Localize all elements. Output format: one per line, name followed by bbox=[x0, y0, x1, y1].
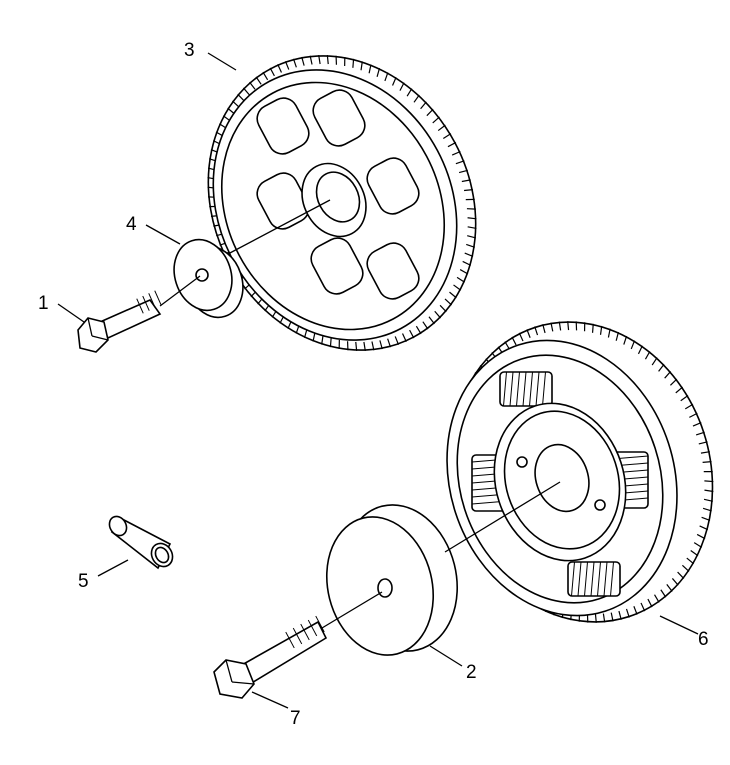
part-5-sleeve bbox=[108, 515, 174, 570]
callout-2: 2 bbox=[466, 662, 477, 683]
part-1-small-bolt bbox=[77, 290, 162, 353]
part-7-large-bolt bbox=[213, 615, 328, 699]
gear-3-windows bbox=[256, 89, 420, 300]
callout-6: 6 bbox=[698, 629, 709, 650]
callout-5: 5 bbox=[78, 571, 89, 592]
part-3-upper-gear bbox=[207, 54, 477, 352]
part-4-small-washer bbox=[173, 238, 244, 319]
callout-4: 4 bbox=[126, 214, 137, 235]
callout-1: 1 bbox=[38, 293, 49, 314]
leader-lines bbox=[57, 52, 699, 709]
part-6-lower-gear bbox=[446, 321, 714, 623]
bolt-7-thread bbox=[285, 615, 325, 649]
callout-3: 3 bbox=[184, 40, 195, 61]
bolt-1-thread bbox=[136, 290, 162, 314]
part-2-large-spacer bbox=[325, 504, 459, 656]
callout-7: 7 bbox=[290, 708, 301, 729]
assembly-axis-lines bbox=[159, 199, 561, 629]
